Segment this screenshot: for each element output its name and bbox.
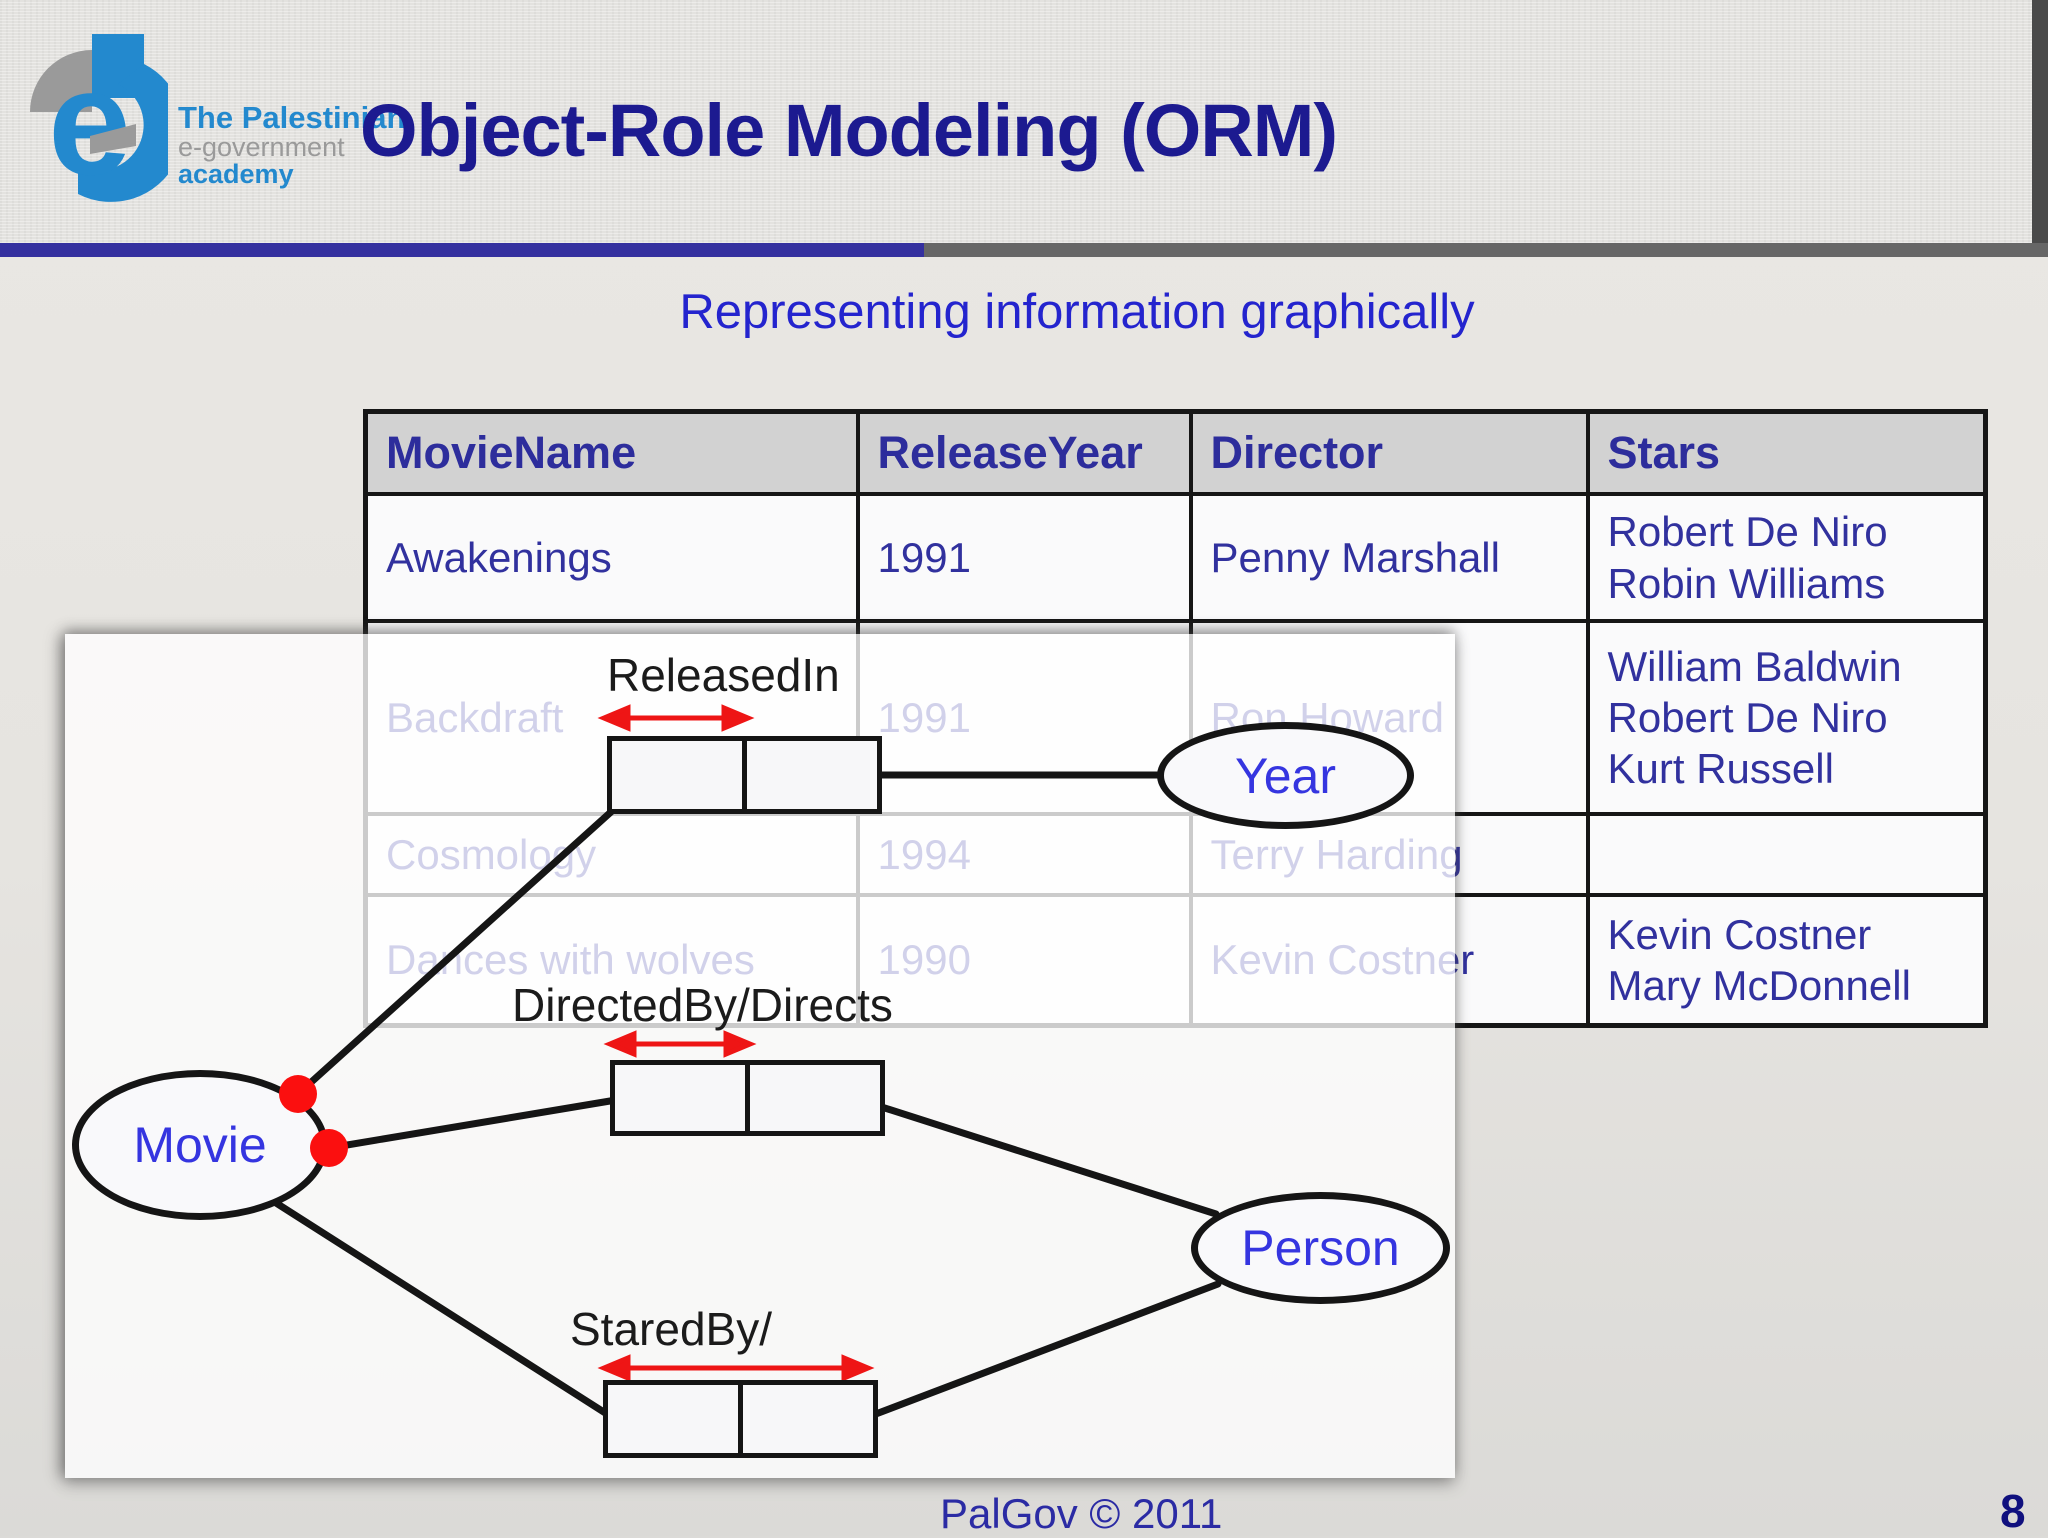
role-cell (607, 736, 747, 814)
line-movie-directedby (325, 1096, 620, 1152)
footer-copyright: PalGov © 2011 (940, 1490, 1223, 1537)
svg-text:e: e (48, 38, 131, 206)
entity-person-label: Person (1241, 1220, 1400, 1276)
entity-person: Person (1191, 1192, 1450, 1304)
cell-stars: Kevin Costner Mary McDonnell (1585, 893, 1988, 1027)
rolebox-releasedin (607, 736, 882, 814)
logo-text: The Palestinian e-government academy (178, 102, 405, 189)
entity-year-label: Year (1234, 747, 1337, 804)
entity-movie-label: Movie (133, 1117, 267, 1173)
top-right-dark-strip (2032, 0, 2048, 243)
divider-bar-blue (0, 243, 924, 257)
line-movie-staredby (258, 1190, 614, 1420)
mandatory-role-dot (310, 1129, 348, 1167)
cell-stars: William Baldwin Robert De Niro Kurt Russ… (1585, 619, 1988, 816)
col-header-moviename: MovieName (363, 409, 860, 496)
fact-label-directedby: DirectedBy/Directs (512, 979, 893, 1031)
header-band (0, 0, 2048, 243)
page-number: 8 (2000, 1485, 2026, 1537)
role-cell (738, 1380, 878, 1458)
line-staredby-person (856, 1280, 1222, 1424)
cell-movie: Awakenings (363, 492, 860, 623)
slide-title: Object-Role Modeling (ORM) (360, 89, 1338, 172)
divider-bar-gray (924, 243, 2048, 257)
logo-line-1: The Palestinian (178, 100, 406, 135)
logo-line-2: e-government (178, 131, 345, 162)
fact-label-releasedin: ReleasedIn (607, 649, 840, 701)
table-header-row: MovieName ReleaseYear Director Stars (363, 409, 1988, 496)
fact-label-staredby: StaredBy/ (570, 1303, 772, 1355)
role-cell (742, 736, 882, 814)
cell-stars (1585, 812, 1988, 897)
col-header-stars: Stars (1585, 409, 1988, 496)
cell-director: Penny Marshall (1188, 492, 1590, 623)
line-directedby-person (862, 1098, 1220, 1218)
e-government-logo-icon: e (30, 34, 168, 206)
table-row: Awakenings 1991 Penny Marshall Robert De… (363, 492, 1988, 623)
col-header-releaseyear: ReleaseYear (855, 409, 1193, 496)
slide-subtitle: Representing information graphically (679, 285, 1475, 339)
role-cell (745, 1060, 885, 1136)
mandatory-role-dot (279, 1075, 317, 1113)
cell-year: 1991 (855, 492, 1193, 623)
role-connector-lines (258, 771, 1222, 1424)
line-movie-releasedin (294, 798, 626, 1098)
col-header-director: Director (1188, 409, 1590, 496)
cell-stars: Robert De Niro Robin Williams (1585, 492, 1988, 623)
role-cell (603, 1380, 743, 1458)
role-cell (610, 1060, 750, 1136)
rolebox-staredby (603, 1380, 878, 1458)
rolebox-directedby (610, 1060, 885, 1136)
entity-year: Year (1157, 722, 1414, 829)
org-logo: e The Palestinian e-government academy (18, 14, 488, 214)
logo-line-3: academy (178, 159, 294, 190)
uniqueness-arrows (597, 704, 875, 1382)
